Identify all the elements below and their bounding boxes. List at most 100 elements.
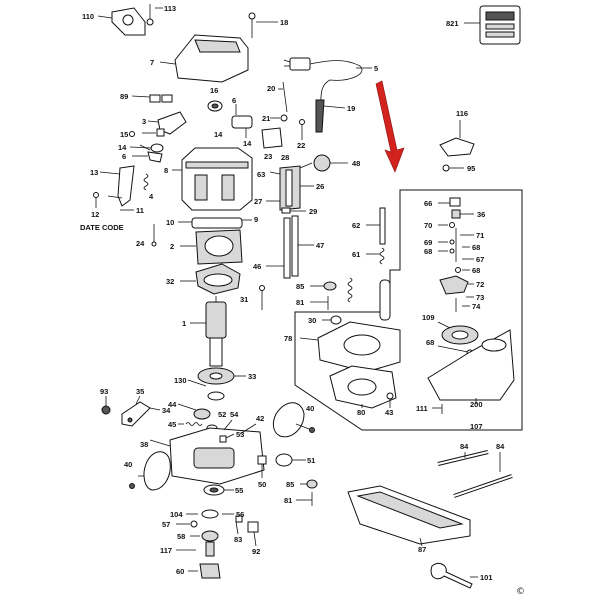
nut-21 xyxy=(270,114,288,122)
label-30: 30 xyxy=(308,316,316,325)
label-104: 104 xyxy=(170,510,183,519)
label-70: 70 xyxy=(424,221,432,230)
label-69: 69 xyxy=(424,238,432,247)
part-104-collet xyxy=(186,509,219,519)
part-6b xyxy=(132,151,163,163)
label-8: 8 xyxy=(164,166,168,175)
part-101-wrench xyxy=(430,563,478,589)
screw-81 xyxy=(310,296,329,310)
label-71: 71 xyxy=(476,231,484,240)
part-51-knob xyxy=(275,453,306,467)
label-58: 58 xyxy=(177,532,185,541)
label-45: 45 xyxy=(168,420,176,429)
label-14a: 14 xyxy=(214,130,223,139)
label-95: 95 xyxy=(467,164,475,173)
screw-111 xyxy=(432,404,443,414)
label-68b: 68 xyxy=(424,247,432,256)
label-87: 87 xyxy=(418,545,426,554)
part-2-stator xyxy=(180,229,243,265)
part-16-bearing xyxy=(207,100,223,112)
screw-18 xyxy=(248,12,278,38)
part-32-ring xyxy=(180,263,241,295)
part-2-wire xyxy=(139,144,151,151)
label-34: 34 xyxy=(162,406,171,415)
callout-labels: 110 113 18 821 7 5 89 16 6 20 19 116 3 2… xyxy=(80,4,525,597)
label-47: 47 xyxy=(316,241,324,250)
screw-93 xyxy=(101,396,111,415)
label-44: 44 xyxy=(168,400,177,409)
label-89: 89 xyxy=(120,92,128,101)
label-5: 5 xyxy=(374,64,378,73)
label-62: 62 xyxy=(352,221,360,230)
part-1-armature xyxy=(190,296,227,367)
part-54-53-clips xyxy=(219,419,235,443)
label-9: 9 xyxy=(254,215,258,224)
part-62-61-rod-spring xyxy=(366,207,386,265)
label-63: 63 xyxy=(257,170,265,179)
part-117-spindle xyxy=(176,541,215,557)
accessory-frame xyxy=(294,189,523,431)
part-3-switch xyxy=(147,111,187,135)
part-29-clip xyxy=(281,207,306,214)
part-60-collet-nut xyxy=(188,563,221,579)
label-93: 93 xyxy=(100,387,108,396)
label-23: 23 xyxy=(264,152,272,161)
label-54: 54 xyxy=(230,410,239,419)
label-60: 60 xyxy=(176,567,184,576)
label-53: 53 xyxy=(236,430,244,439)
label-67: 67 xyxy=(476,255,484,264)
label-12: 12 xyxy=(91,210,99,219)
copyright-mark: © xyxy=(516,587,525,597)
part-10-9-field-assembly xyxy=(178,217,252,229)
label-74: 74 xyxy=(472,302,481,311)
screw-83 xyxy=(235,515,243,535)
part-55-bearing xyxy=(203,484,234,496)
label-3: 3 xyxy=(142,117,146,126)
label-29: 29 xyxy=(309,207,317,216)
part-4-spring xyxy=(143,173,149,191)
label-7: 7 xyxy=(150,58,154,67)
label-85: 85 xyxy=(296,282,304,291)
label-57: 57 xyxy=(162,520,170,529)
part-130-washer xyxy=(187,379,225,401)
label-66: 66 xyxy=(424,199,432,208)
label-36: 36 xyxy=(477,210,485,219)
part-13-lever xyxy=(99,165,135,207)
screw-95 xyxy=(442,164,464,172)
label-111: 111 xyxy=(416,404,428,413)
label-6: 6 xyxy=(232,96,236,105)
label-80: 80 xyxy=(357,408,365,417)
part-14-clips xyxy=(129,128,247,153)
part-47-46-posts xyxy=(266,215,314,279)
part-8-motor-housing xyxy=(172,147,253,211)
screw-43 xyxy=(386,392,394,408)
label-61: 61 xyxy=(352,250,360,259)
label-130: 130 xyxy=(174,376,187,385)
label-113: 113 xyxy=(164,4,176,13)
label-13: 13 xyxy=(90,168,98,177)
label-date-code: DATE CODE xyxy=(80,223,124,232)
part-109-subbase xyxy=(437,321,479,345)
label-85b: 85 xyxy=(286,480,294,489)
part-6-brush-holder xyxy=(231,104,253,129)
part-80-guide-plate xyxy=(329,365,397,409)
part-58-bushing xyxy=(190,530,219,542)
label-2b: 2 xyxy=(170,242,174,251)
label-55: 55 xyxy=(235,486,243,495)
label-40a: 40 xyxy=(306,404,314,413)
label-92: 92 xyxy=(252,547,260,556)
label-14b: 14 xyxy=(243,139,252,148)
part-23-bracket xyxy=(261,127,283,149)
label-21: 21 xyxy=(262,114,270,123)
label-20: 20 xyxy=(267,84,275,93)
part-50-bracket xyxy=(257,455,267,478)
label-109: 109 xyxy=(422,313,435,322)
part-38-42-motor-base xyxy=(149,423,265,485)
spring-rod-pair xyxy=(347,277,391,321)
part-110-bracket xyxy=(97,7,146,36)
part-85-knob-lower xyxy=(300,479,318,489)
label-46: 46 xyxy=(253,262,261,271)
label-56: 56 xyxy=(236,510,244,519)
label-81: 81 xyxy=(296,298,304,307)
part-85-knob xyxy=(310,281,337,291)
